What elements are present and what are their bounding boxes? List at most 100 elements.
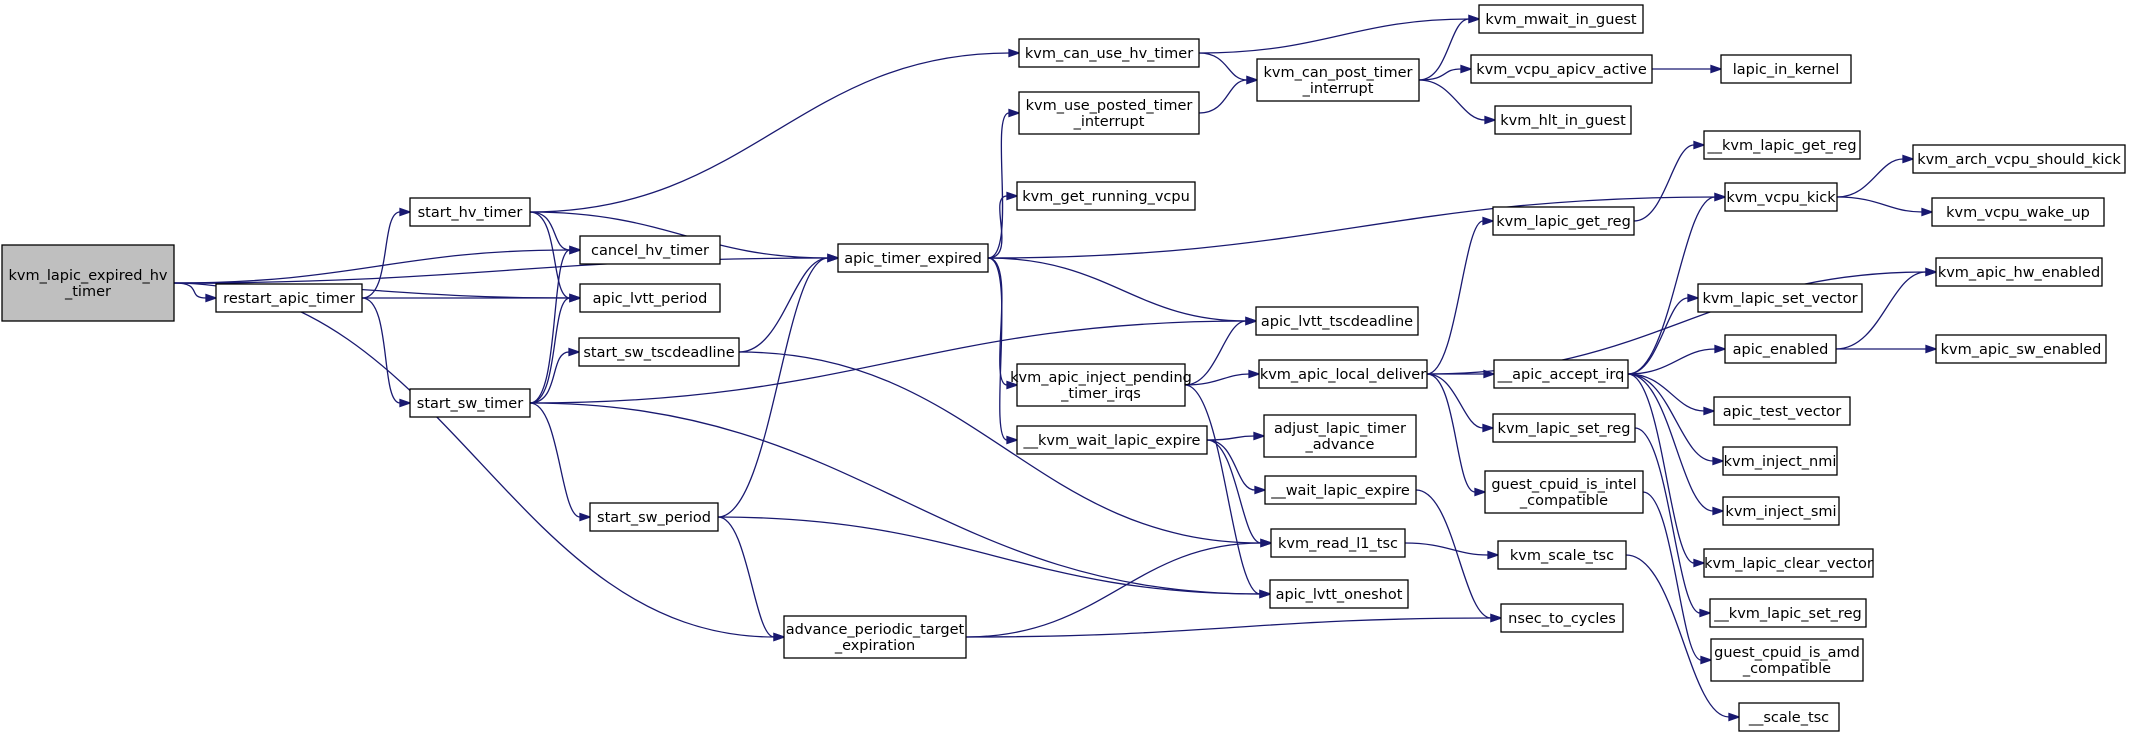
- function-node-apic-accept-irq[interactable]: __apic_accept_irq: [1493, 359, 1629, 389]
- function-node-kvm-vcpu-apicv-active[interactable]: kvm_vcpu_apicv_active: [1470, 54, 1653, 84]
- node-label: kvm_lapic_expired_hv: [9, 268, 168, 284]
- function-node-kvm-apic-local-deliver[interactable]: kvm_apic_local_deliver: [1258, 359, 1428, 389]
- node-box: [1018, 38, 1200, 68]
- function-node-apic-timer-expired[interactable]: apic_timer_expired: [837, 243, 989, 273]
- node-box: [1255, 306, 1419, 336]
- function-node-apic-enabled[interactable]: apic_enabled: [1724, 334, 1837, 364]
- function-node-kvm-lapic-get-reg[interactable]: kvm_lapic_get_reg: [1492, 206, 1635, 236]
- edge-arrowhead: [1712, 506, 1725, 516]
- function-node-restart-apic-timer[interactable]: restart_apic_timer: [215, 283, 363, 313]
- node-label: adjust_lapic_timer: [1274, 421, 1406, 437]
- edge-line: [1426, 220, 1484, 375]
- function-node-kvm-can-post-timer-interrupt[interactable]: kvm_can_post_timer_interrupt: [1256, 58, 1420, 102]
- function-node-apic-test-vector[interactable]: apic_test_vector: [1713, 396, 1851, 426]
- edge-line: [529, 320, 1247, 404]
- function-node-kvm-inject-smi[interactable]: kvm_inject_smi: [1722, 496, 1840, 526]
- function-node-guest-cpuid-is-amd-compatible[interactable]: guest_cpuid_is_amd_compatible: [1710, 638, 1864, 682]
- function-node-kvm-get-running-vcpu[interactable]: kvm_get_running_vcpu: [1016, 181, 1196, 211]
- function-node-kvm-use-posted-timer-interrupt[interactable]: kvm_use_posted_timer_interrupt: [1018, 91, 1200, 135]
- node-box: [1, 244, 175, 322]
- edge-arrowhead: [773, 632, 786, 642]
- function-node-kvm-scale-tsc[interactable]: kvm_scale_tsc: [1497, 540, 1627, 570]
- function-node-adjust-lapic-timer-advance[interactable]: adjust_lapic_timer_advance: [1263, 414, 1417, 458]
- edge-line: [361, 211, 401, 299]
- edge-arrowhead: [1468, 14, 1481, 24]
- node-label: start_sw_tscdeadline: [583, 345, 734, 361]
- edge-arrowhead: [569, 245, 582, 255]
- node-label: kvm_lapic_get_reg: [1496, 214, 1631, 230]
- function-node-kvm-inject-nmi[interactable]: kvm_inject_nmi: [1722, 446, 1838, 476]
- node-box: [409, 388, 531, 418]
- node-box: [1720, 54, 1852, 84]
- node-label: apic_lvtt_period: [593, 291, 708, 307]
- function-node-kvm-lapic-set-reg[interactable]: __kvm_lapic_set_reg: [1709, 598, 1867, 628]
- function-node-kvm-apic-sw-enabled[interactable]: kvm_apic_sw_enabled: [1935, 334, 2107, 364]
- function-node-guest-cpuid-is-intel-compatible[interactable]: guest_cpuid_is_intel_compatible: [1484, 470, 1644, 514]
- function-node-lapic-in-kernel[interactable]: lapic_in_kernel: [1720, 54, 1852, 84]
- node-box: [837, 243, 989, 273]
- edge-line: [1206, 439, 1262, 544]
- function-node-kvm-vcpu-wake-up[interactable]: kvm_vcpu_wake_up: [1931, 197, 2105, 227]
- call-edge: [1418, 79, 1497, 125]
- edge-arrowhead: [1474, 487, 1487, 497]
- edge-line: [1426, 373, 1484, 429]
- node-label: kvm_arch_vcpu_should_kick: [1917, 152, 2121, 168]
- function-node-kvm-apic-hw-enabled[interactable]: kvm_apic_hw_enabled: [1935, 257, 2103, 287]
- function-node-start-hv-timer[interactable]: start_hv_timer: [409, 197, 531, 227]
- call-edge: [1426, 373, 1495, 433]
- edge-line: [1206, 439, 1256, 491]
- function-node-kvm-can-use-hv-timer[interactable]: kvm_can_use_hv_timer: [1018, 38, 1200, 68]
- function-node-kvm-lapic-get-reg[interactable]: __kvm_lapic_get_reg: [1703, 130, 1861, 160]
- function-node-kvm-wait-lapic-expire[interactable]: __kvm_wait_lapic_expire: [1016, 425, 1208, 455]
- edge-arrowhead: [1008, 108, 1021, 118]
- function-node-kvm-arch-vcpu-should-kick[interactable]: kvm_arch_vcpu_should_kick: [1912, 144, 2126, 174]
- function-node-start-sw-tscdeadline[interactable]: start_sw_tscdeadline: [578, 337, 740, 367]
- node-label: _compatible: [1742, 661, 1831, 677]
- function-node-cancel-hv-timer[interactable]: cancel_hv_timer: [579, 235, 721, 265]
- call-edge: [1642, 491, 1713, 665]
- function-node-scale-tsc[interactable]: __scale_tsc: [1738, 702, 1840, 732]
- function-node-kvm-lapic-expired-hv-timer[interactable]: kvm_lapic_expired_hv_timer: [1, 244, 175, 322]
- node-box: [1713, 396, 1851, 426]
- edge-line: [529, 297, 571, 404]
- edge-arrowhead: [1006, 435, 1019, 445]
- node-label: lapic_in_kernel: [1733, 62, 1839, 78]
- function-node-apic-lvtt-tscdeadline[interactable]: apic_lvtt_tscdeadline: [1255, 306, 1419, 336]
- node-label: start_hv_timer: [418, 205, 523, 221]
- function-node-start-sw-timer[interactable]: start_sw_timer: [409, 388, 531, 418]
- function-node-apic-lvtt-oneshot[interactable]: apic_lvtt_oneshot: [1269, 579, 1409, 609]
- node-label: restart_apic_timer: [223, 291, 355, 307]
- call-edge: [717, 516, 1272, 599]
- call-edge: [1634, 427, 1712, 618]
- function-node-kvm-lapic-set-vector[interactable]: kvm_lapic_set_vector: [1697, 283, 1863, 313]
- edge-line: [173, 282, 207, 299]
- function-node-kvm-hlt-in-guest[interactable]: kvm_hlt_in_guest: [1494, 105, 1632, 135]
- function-node-kvm-mwait-in-guest[interactable]: kvm_mwait_in_guest: [1478, 4, 1644, 34]
- function-node-kvm-lapic-set-reg[interactable]: kvm_lapic_set_reg: [1492, 413, 1636, 443]
- function-node-advance-periodic-target-expiration[interactable]: advance_periodic_target_expiration: [783, 615, 967, 659]
- edge-line: [1836, 196, 1923, 213]
- function-node-kvm-lapic-clear-vector[interactable]: kvm_lapic_clear_vector: [1703, 548, 1874, 578]
- function-node-wait-lapic-expire[interactable]: __wait_lapic_expire: [1264, 475, 1417, 505]
- function-node-start-sw-period[interactable]: start_sw_period: [589, 502, 719, 532]
- function-node-kvm-apic-inject-pending-timer-irqs[interactable]: kvm_apic_inject_pending_timer_irqs: [1010, 363, 1192, 407]
- function-node-kvm-vcpu-kick[interactable]: kvm_vcpu_kick: [1724, 182, 1838, 212]
- edge-line: [1404, 542, 1489, 556]
- edge-line: [1627, 348, 1716, 375]
- function-node-nsec-to-cycles[interactable]: nsec_to_cycles: [1500, 603, 1624, 633]
- function-node-kvm-read-l1-tsc[interactable]: kvm_read_l1_tsc: [1270, 528, 1406, 558]
- node-box: [1492, 413, 1636, 443]
- call-edge: [1835, 267, 1938, 350]
- edge-line: [717, 516, 1261, 595]
- node-label: guest_cpuid_is_amd: [1714, 645, 1860, 661]
- node-box: [1256, 58, 1420, 102]
- call-edge: [529, 245, 582, 404]
- node-box: [409, 197, 531, 227]
- function-node-apic-lvtt-period[interactable]: apic_lvtt_period: [579, 283, 721, 313]
- edge-line: [361, 297, 401, 404]
- edge-arrowhead: [1703, 406, 1716, 416]
- call-edge: [173, 282, 786, 642]
- call-edge: [1206, 439, 1273, 548]
- edge-line: [1184, 320, 1247, 386]
- call-edge: [1418, 14, 1481, 81]
